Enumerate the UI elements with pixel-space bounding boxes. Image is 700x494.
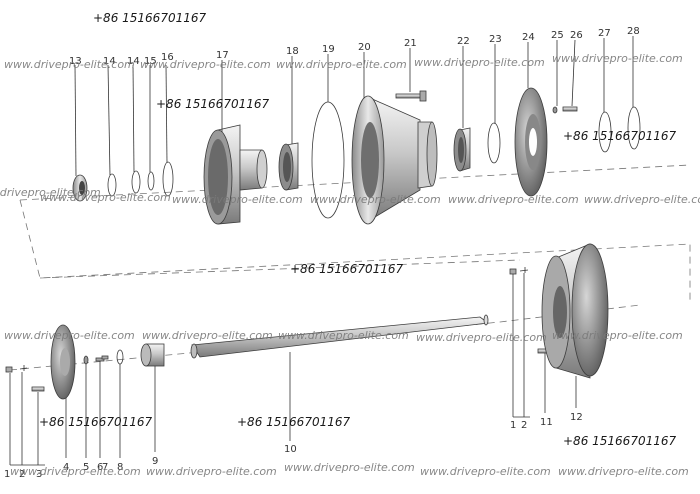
callout-15: 15 — [144, 56, 157, 67]
watermark-text: www.drivepro-elite.com — [414, 56, 545, 69]
part-26-bolt — [562, 106, 578, 112]
callout-labels: 13 14 14 15 16 17 18 19 20 21 22 23 24 2… — [4, 26, 640, 480]
part-2-pin — [19, 365, 28, 371]
part-22-bearing — [453, 127, 471, 172]
watermark-text: www.drivepro-elite.com — [310, 193, 441, 206]
callout-20: 20 — [358, 42, 371, 53]
phone-number: +86 15166701167 — [156, 97, 269, 111]
watermark-text: www.drivepro-elite.com — [40, 191, 171, 204]
phone-number: +86 15166701167 — [290, 262, 403, 276]
phone-number: +86 15166701167 — [563, 434, 676, 448]
callout-17: 17 — [216, 50, 229, 61]
callout-23: 23 — [489, 34, 502, 45]
watermark-text: www.drivepro-elite.com — [276, 58, 407, 71]
part-4-carrier-cover — [50, 324, 76, 400]
callout-2-left: 2 — [19, 469, 25, 480]
watermarks: www.drivepro-elite.com www.drivepro-elit… — [0, 52, 700, 478]
callout-1-right: 1 — [510, 420, 516, 431]
part-7-pin — [101, 355, 109, 360]
callout-25: 25 — [551, 30, 564, 41]
watermark-text: www.drivepro-elite.com — [552, 52, 683, 65]
part-13-bearing — [72, 174, 88, 202]
watermark-text: www.drivepro-elite.com — [140, 58, 271, 71]
part-17-ring-gear — [203, 124, 268, 225]
part-16-ring — [162, 161, 174, 197]
callout-11: 11 — [540, 417, 553, 428]
part-8-ring — [116, 349, 124, 365]
callout-22: 22 — [457, 36, 470, 47]
callout-10: 10 — [284, 444, 297, 455]
part-18-bearing — [278, 142, 299, 191]
watermark-text: www.drivepro-elite.com — [172, 193, 303, 206]
watermark-text: www.drivepro-elite.com — [4, 58, 135, 71]
part-20-hub-housing — [351, 95, 438, 225]
callout-28: 28 — [627, 26, 640, 37]
watermark-text: www.drivepro-elite.com — [420, 465, 551, 478]
callout-16: 16 — [161, 52, 174, 63]
contact-phone-labels: +86 15166701167 +86 15166701167 +86 1516… — [39, 11, 676, 448]
part-14-ring-2 — [131, 170, 141, 194]
part-12-wheel-hub — [541, 243, 609, 379]
callout-24: 24 — [522, 32, 535, 43]
watermark-text: www.drivepro-elite.com — [278, 329, 409, 342]
watermark-text: www.drivepro-elite.com — [142, 329, 273, 342]
part-23-ring — [487, 122, 501, 164]
phone-number: +86 15166701167 — [237, 415, 350, 429]
part-21-bolt — [395, 90, 427, 102]
watermark-text: www.drivepro-elite.com — [10, 465, 141, 478]
watermark-text: www.drivepro-elite.com — [4, 329, 135, 342]
part-2-pin-right — [519, 267, 529, 273]
part-15-ring — [147, 171, 155, 191]
part-14-ring — [107, 173, 117, 197]
callout-6: 6 — [97, 462, 103, 473]
part-27-ring — [598, 111, 612, 153]
callout-26: 26 — [570, 30, 583, 41]
watermark-text: www.drivepro-elite.com — [552, 329, 683, 342]
part-28-ring — [627, 106, 641, 150]
watermark-text: www.drivepro-elite.com — [584, 193, 700, 206]
callout-14-second: 14 — [127, 56, 140, 67]
part-25-washer — [552, 106, 558, 114]
callout-21: 21 — [404, 38, 417, 49]
callout-7: 7 — [102, 462, 108, 473]
phone-number: +86 15166701167 — [39, 415, 152, 429]
callout-14: 14 — [103, 56, 116, 67]
assembly-axis-frame — [19, 164, 691, 300]
watermark-text: www.drivepro-elite.com — [284, 461, 415, 474]
phone-number: +86 15166701167 — [93, 11, 206, 25]
part-10-drive-shaft — [190, 314, 490, 359]
part-1-bolt-right — [509, 268, 517, 275]
callout-3: 3 — [36, 469, 42, 480]
part-1-bolt — [5, 366, 13, 373]
watermark-text: www.drivepro-elite.com — [0, 186, 101, 199]
callout-12: 12 — [570, 412, 583, 423]
watermark-text: www.drivepro-elite.com — [558, 465, 689, 478]
callout-18: 18 — [286, 46, 299, 57]
callout-27: 27 — [598, 28, 611, 39]
callout-13: 13 — [69, 56, 82, 67]
watermark-text: www.drivepro-elite.com — [146, 465, 277, 478]
callout-4: 4 — [63, 462, 69, 473]
callout-19: 19 — [322, 44, 335, 55]
phone-number: +86 15166701167 — [563, 129, 676, 143]
callout-8: 8 — [117, 462, 123, 473]
leader-lines — [9, 36, 634, 466]
part-3-bolt — [31, 386, 45, 392]
part-24-brake-disc — [514, 87, 548, 197]
part-5-washer — [83, 355, 89, 365]
watermark-text: www.drivepro-elite.com — [448, 193, 579, 206]
callout-1-left: 1 — [4, 469, 10, 480]
part-9-planet-gear — [140, 343, 165, 367]
watermark-text: www.drivepro-elite.com — [416, 331, 547, 344]
callout-5: 5 — [83, 462, 89, 473]
callout-2-right: 2 — [521, 420, 527, 431]
callout-9: 9 — [152, 456, 158, 467]
